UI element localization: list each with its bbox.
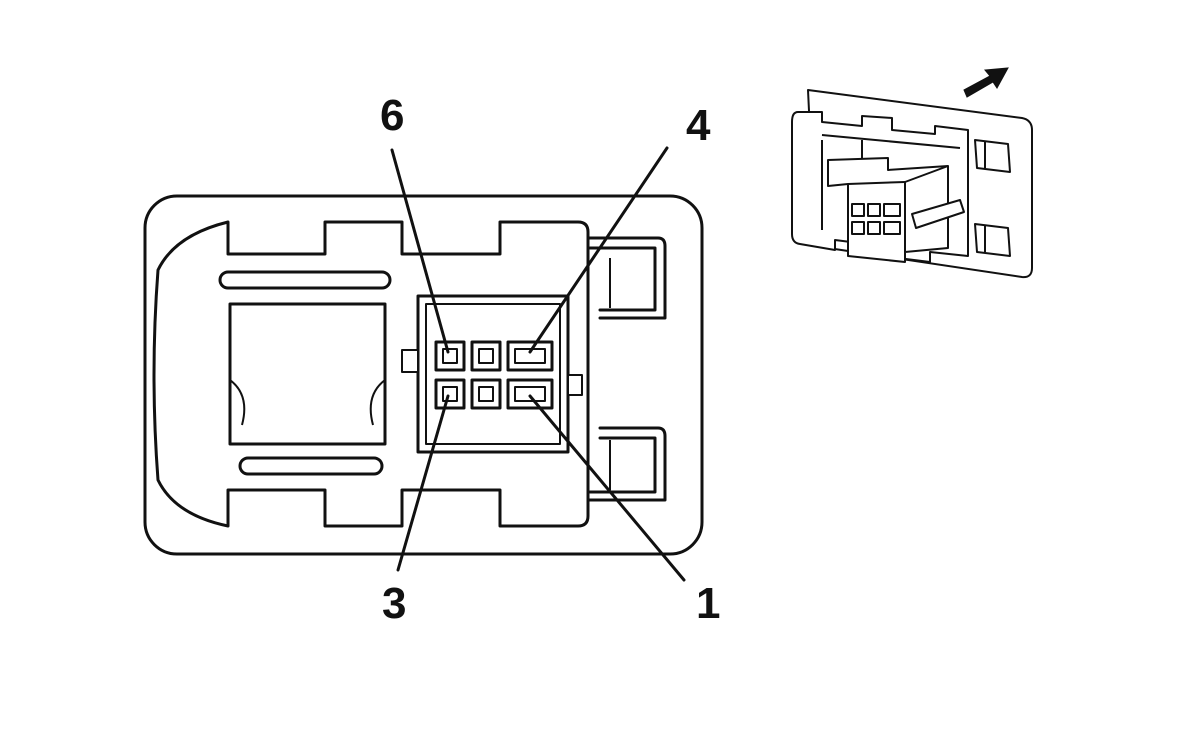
connector-face-view: 6 4 3 1 [143,91,720,628]
terminal-cavity-block [401,294,583,454]
terminal-cell [434,340,466,372]
pin-label-6: 6 [380,91,404,140]
latch-clip-upper [583,236,667,320]
mini-terminal-grid [851,203,901,235]
pin-label-4: 4 [686,101,711,150]
connector-perspective-view [791,67,1033,279]
leader-line-pin-6 [390,148,450,354]
terminal-cell [470,340,502,372]
lower-rail [238,456,384,476]
arrow-up-right-icon [963,67,1009,98]
terminal-cell [434,378,466,410]
terminal-cells [434,340,554,410]
latch-window [228,302,387,446]
latch-clip-lower [583,426,667,502]
terminal-cell [506,378,554,410]
pin-label-1: 1 [696,579,720,628]
terminal-cell [470,378,502,410]
pin-label-3: 3 [382,579,406,628]
leader-line-pin-3 [396,394,450,572]
leader-line-pin-4 [528,146,669,354]
upper-rail [218,270,392,290]
leader-line-pin-1 [528,394,686,582]
terminal-cell [506,340,554,372]
